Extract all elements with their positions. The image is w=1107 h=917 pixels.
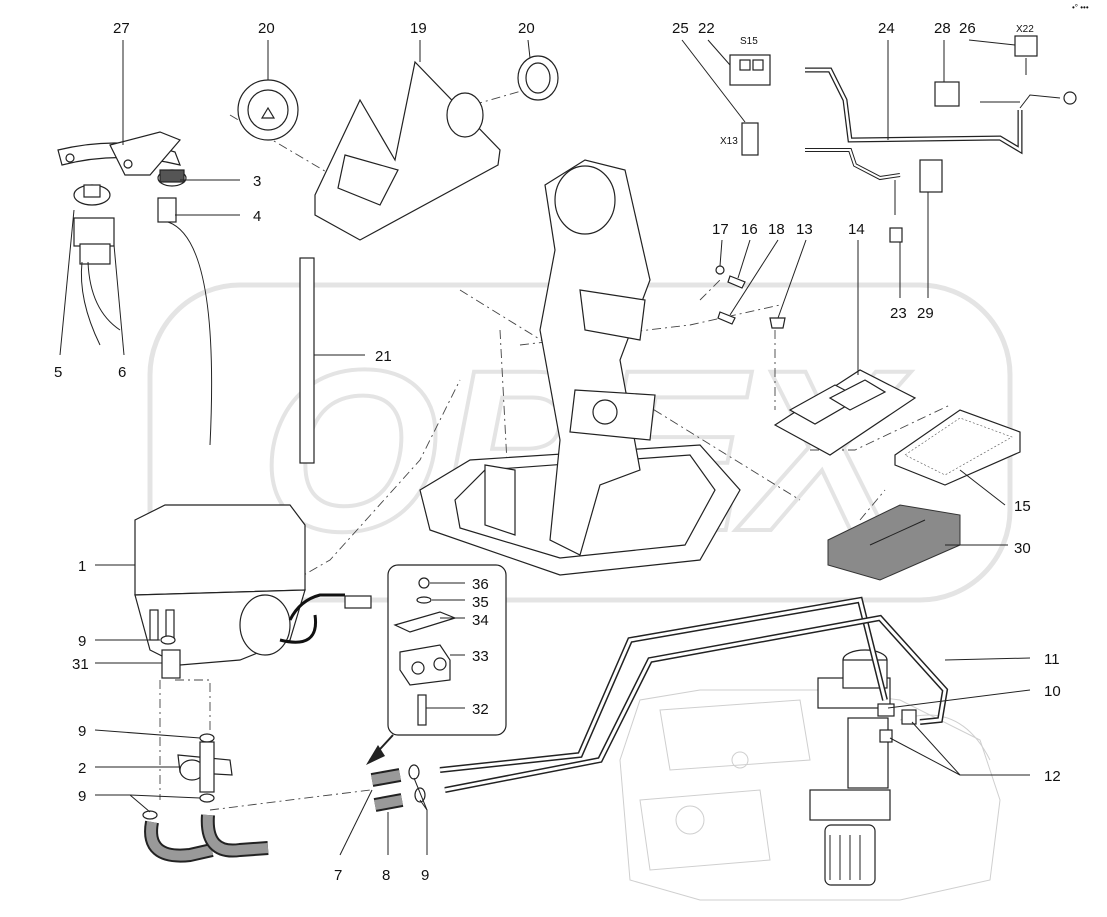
callout-19: 19 [410,20,427,37]
callout-33: 33 [472,648,489,665]
callout-20-left: 20 [258,20,275,37]
part-31-hose-stub [161,649,181,679]
callout-27: 27 [113,20,130,37]
corner-mark: •° ••• [1072,3,1089,12]
callout-5: 5 [54,364,62,381]
connector-x13: X13 [720,136,738,147]
callouts: 27 20 19 20 25 22 24 28 26 3 4 17 16 18 … [54,20,1061,884]
callout-32: 32 [472,701,489,718]
connector-s15: S15 [740,36,758,47]
callout-14: 14 [848,221,865,238]
callout-26: 26 [959,20,976,37]
connector-x22: X22 [1016,24,1034,35]
callout-36: 36 [472,576,489,593]
callout-4: 4 [253,208,261,225]
callout-9-d: 9 [421,867,429,884]
part-15-filter-grille [894,409,1021,486]
part-19-duct-housing [314,60,501,241]
callout-34: 34 [472,612,489,629]
fuel-lines [439,596,949,793]
callout-9-b: 9 [78,723,86,740]
steering-console-frame [419,159,741,576]
fuel-filter-pump [809,649,891,886]
callout-7: 7 [334,867,342,884]
callout-16: 16 [741,221,758,238]
callout-23: 23 [890,305,907,322]
callout-12: 12 [1044,768,1061,785]
callout-15: 15 [1014,498,1031,515]
callout-35: 35 [472,594,489,611]
part-14-control-panel [773,369,917,456]
part-27-light-bar [57,131,182,176]
hoses-lower-left [144,814,269,863]
part-20-vent-left [237,79,299,141]
part-21-seal-strip [299,257,315,464]
callout-9-c: 9 [78,788,86,805]
callout-13: 13 [796,221,813,238]
callout-31: 31 [72,656,89,673]
callout-6: 6 [118,364,126,381]
callout-17: 17 [712,221,729,238]
part-6-relay [73,217,121,346]
callout-30: 30 [1014,540,1031,557]
part-20-vent-right [517,55,559,101]
callout-29: 29 [917,305,934,322]
callout-22: 22 [698,20,715,37]
callout-24: 24 [878,20,895,37]
part-4-sensor [157,197,213,446]
callout-1: 1 [78,558,86,575]
callout-3: 3 [253,173,261,190]
part-1-cab-heater [134,504,372,666]
callout-21: 21 [375,348,392,365]
part-5-rotary-switch [73,184,111,206]
wiring-harness [729,35,1077,243]
callout-25: 25 [672,20,689,37]
callout-20-right: 20 [518,20,535,37]
part-2-valve [177,741,233,793]
fasteners-13-16-17-18 [715,265,786,329]
callout-11: 11 [1044,651,1060,668]
callout-2: 2 [78,760,86,777]
leader-lines [59,39,1031,856]
callout-9-a: 9 [78,633,86,650]
inset-mounting-kit [366,564,507,765]
callout-28: 28 [934,20,951,37]
part-3-knob [157,169,187,187]
callout-8: 8 [382,867,390,884]
parts-7-8-hoses [370,764,426,812]
callout-10: 10 [1044,683,1061,700]
callout-18: 18 [768,221,785,238]
